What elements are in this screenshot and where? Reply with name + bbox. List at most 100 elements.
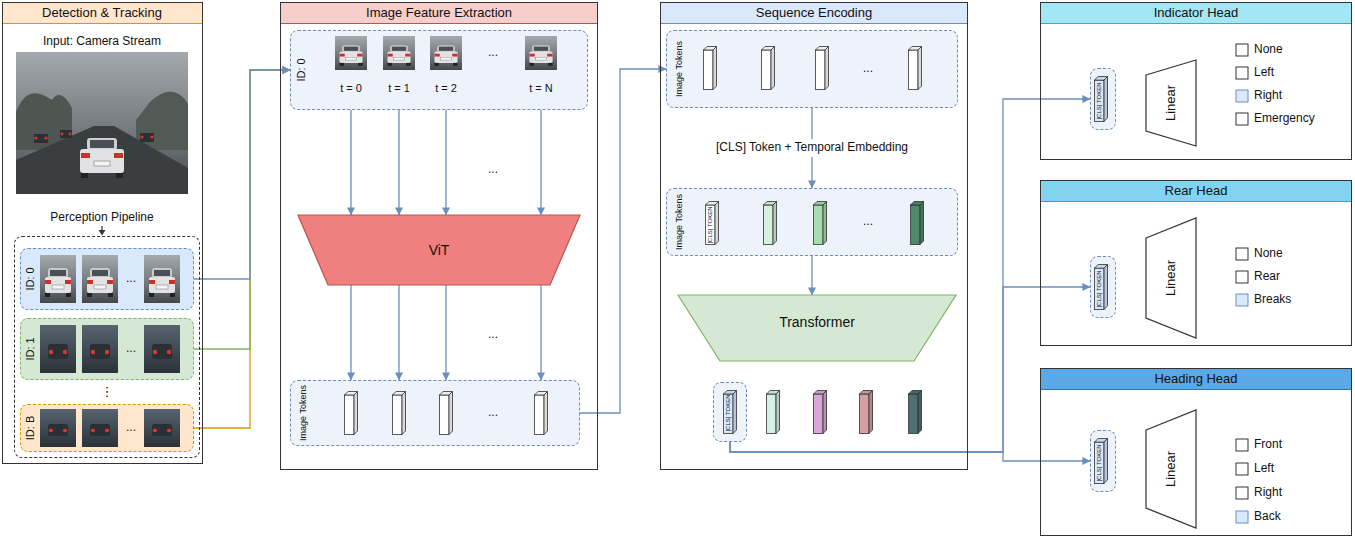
vertical-label: Image Tokens bbox=[674, 41, 684, 97]
cls-token-box: [CLS] TOKEN bbox=[1090, 430, 1116, 492]
cls-token-box: [CLS] TOKEN bbox=[713, 382, 747, 442]
road bbox=[16, 126, 188, 194]
trees bbox=[16, 93, 72, 150]
thumbnail bbox=[82, 255, 118, 303]
connector-line bbox=[194, 70, 290, 349]
thumbnail bbox=[40, 255, 76, 303]
label-text: ⋮ bbox=[101, 385, 114, 400]
connector bbox=[194, 70, 290, 279]
cls-token-box: [CLS] TOKEN bbox=[1090, 68, 1116, 130]
label-text: ... bbox=[126, 342, 136, 356]
token-prisms bbox=[345, 47, 1108, 484]
vertical-label: [CLS] TOKEN bbox=[1096, 270, 1103, 307]
cls-prism bbox=[724, 391, 737, 434]
cls-prism bbox=[1095, 77, 1108, 122]
thumbnail bbox=[335, 36, 367, 70]
track-row: ID: 0... bbox=[20, 248, 194, 310]
vertical-label: Image Tokens bbox=[298, 385, 308, 441]
tail-light bbox=[61, 133, 64, 136]
vertical-label: [CLS] TOKEN bbox=[725, 394, 732, 431]
label-text: t = 1 bbox=[388, 82, 410, 95]
vertical-label: [CLS] TOKEN bbox=[707, 206, 714, 243]
thumbnail bbox=[525, 36, 557, 70]
panel-title: Image Feature Extraction bbox=[366, 5, 512, 20]
panel-title: Heading Head bbox=[1154, 371, 1237, 386]
checkbox bbox=[1236, 44, 1248, 56]
pipeline-arrow bbox=[101, 226, 102, 231]
connector-line bbox=[350, 285, 351, 380]
connector-line bbox=[730, 442, 1090, 461]
tail-light bbox=[34, 136, 37, 139]
licence-plate bbox=[94, 161, 110, 166]
checkbox bbox=[1236, 113, 1248, 125]
tail-light bbox=[114, 153, 123, 158]
camera-sky bbox=[16, 52, 188, 194]
token-prism bbox=[909, 47, 922, 90]
panel-title: Rear Head bbox=[1165, 183, 1228, 198]
label-text: Breaks bbox=[1254, 293, 1291, 307]
label-text: Right bbox=[1254, 89, 1282, 103]
token-prism bbox=[345, 392, 358, 435]
connector bbox=[351, 285, 541, 380]
stage-panel: Sequence Encoding[CLS] Token + Temporal … bbox=[660, 2, 968, 470]
stage-panel: Detection & TrackingInput: Camera Stream… bbox=[2, 2, 203, 464]
thumbnail bbox=[144, 409, 180, 447]
checkbox bbox=[1236, 463, 1248, 475]
track-row: ID: B... bbox=[20, 404, 194, 452]
thumbnail bbox=[144, 255, 180, 303]
vertical-label: ID: B bbox=[24, 416, 37, 440]
connector bbox=[194, 70, 290, 428]
vertical-label: Linear bbox=[1164, 85, 1179, 121]
vertical-label: Image Tokens bbox=[674, 194, 684, 250]
token-prism bbox=[767, 391, 780, 434]
token-prism bbox=[860, 391, 873, 434]
connector bbox=[194, 70, 290, 349]
tail-light bbox=[140, 135, 143, 138]
label-text: ... bbox=[126, 421, 136, 435]
checkbox-checked bbox=[1236, 90, 1248, 102]
trees bbox=[136, 92, 188, 150]
vit-block: ViT bbox=[298, 215, 580, 285]
connector-line bbox=[194, 70, 290, 279]
connector bbox=[580, 69, 666, 413]
connector bbox=[812, 256, 813, 295]
car bbox=[140, 133, 154, 142]
label-text: Left bbox=[1254, 66, 1274, 80]
panel-title: Indicator Head bbox=[1154, 5, 1239, 20]
wheel bbox=[116, 173, 123, 178]
vertical-label: ID: 0 bbox=[24, 267, 37, 290]
linear-layer: Linear bbox=[1146, 60, 1196, 146]
connector-line bbox=[194, 70, 290, 428]
label-text: ... bbox=[488, 406, 498, 420]
linear-layer: Linear bbox=[1146, 218, 1196, 338]
connector-line bbox=[398, 110, 399, 215]
label-text: Emergency bbox=[1254, 112, 1315, 126]
label-text: t = 0 bbox=[340, 82, 362, 95]
checkbox-checked bbox=[1236, 511, 1248, 523]
car-body bbox=[80, 149, 124, 173]
trapezoid-shape bbox=[1146, 218, 1196, 338]
panel-title: Detection & Tracking bbox=[42, 5, 162, 20]
checkbox bbox=[1236, 271, 1248, 283]
cls-prism bbox=[1095, 439, 1108, 484]
thumbnail bbox=[383, 36, 415, 70]
vertical-label: ID: 0 bbox=[295, 58, 308, 81]
connector-line bbox=[540, 285, 541, 380]
linear-layer: Linear bbox=[1146, 410, 1196, 528]
panel-title: Sequence Encoding bbox=[756, 5, 872, 20]
token-prism bbox=[764, 202, 777, 245]
label-text: t = 2 bbox=[435, 82, 457, 95]
connector-line bbox=[398, 285, 399, 380]
vertical-label: Linear bbox=[1164, 451, 1179, 487]
checkbox bbox=[1236, 439, 1248, 451]
camera-frame bbox=[16, 52, 188, 194]
label-text: ... bbox=[126, 272, 136, 286]
checkbox bbox=[1236, 67, 1248, 79]
label-text: ... bbox=[488, 46, 498, 60]
connector-line bbox=[350, 110, 351, 215]
label-text: Right bbox=[1254, 486, 1282, 500]
tail-light bbox=[69, 133, 72, 136]
trapezoid-shape bbox=[1146, 60, 1196, 146]
tail-light bbox=[44, 136, 47, 139]
car-window bbox=[90, 140, 114, 148]
